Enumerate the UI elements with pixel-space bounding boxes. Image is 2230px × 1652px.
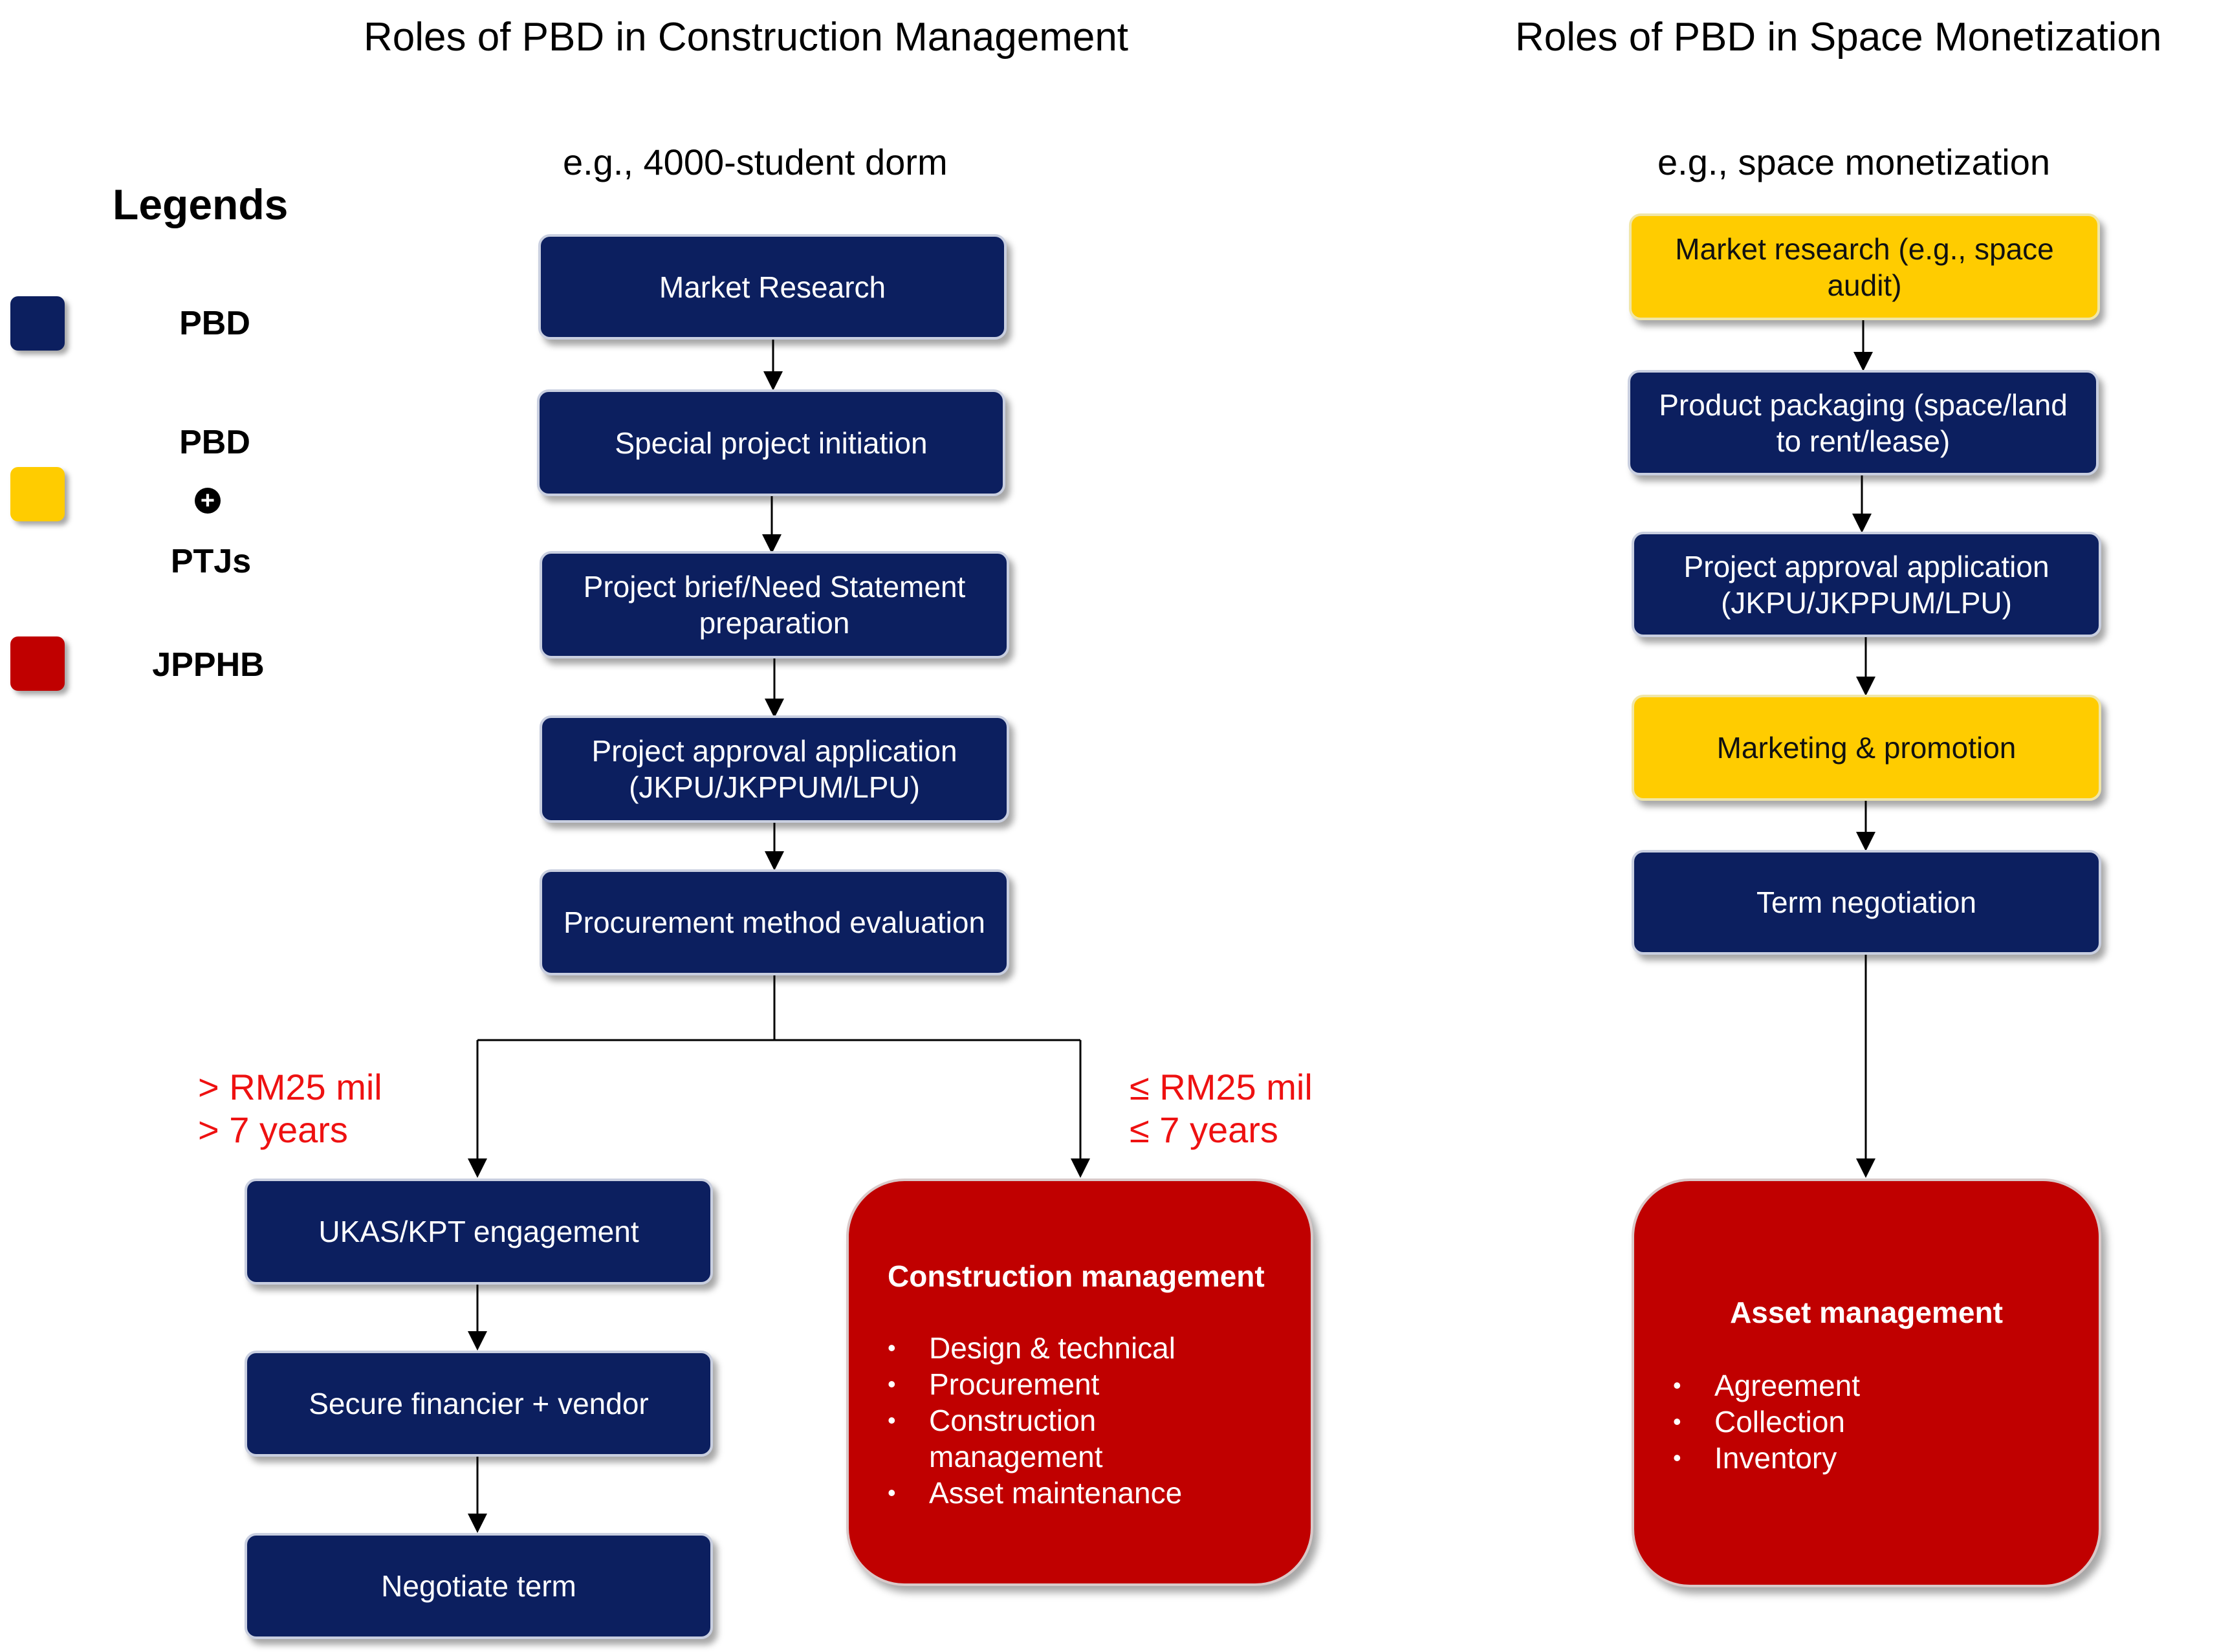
legend-swatch-pbd	[10, 296, 65, 351]
legend-label-ptjs: PTJs	[170, 543, 252, 580]
legend-title: Legends	[113, 180, 289, 228]
legend-swatch-pbd-ptj	[10, 467, 65, 521]
threshold-below-amount: ≤ RM25 mil	[1130, 1067, 1313, 1107]
step-negotiate-term: Negotiate term	[245, 1533, 713, 1639]
monetization-title: Roles of PBD in Space Monetization	[1515, 15, 2162, 60]
construction-management-box: Construction management Design & technic…	[846, 1179, 1313, 1586]
threshold-above: > RM25 mil > 7 years	[198, 1066, 382, 1151]
plus-circle-icon: +	[195, 488, 221, 514]
threshold-above-amount: > RM25 mil	[198, 1067, 382, 1107]
threshold-below-years: ≤ 7 years	[1130, 1109, 1278, 1150]
list-item: Construction management	[888, 1402, 1123, 1475]
step-term-negotiation: Term negotiation	[1632, 850, 2101, 955]
threshold-below: ≤ RM25 mil ≤ 7 years	[1130, 1066, 1313, 1151]
list-item: Agreement	[1673, 1367, 2073, 1404]
asset-management-title: Asset management	[1730, 1296, 2003, 1329]
asset-management-box: Asset management Agreement Collection In…	[1632, 1179, 2101, 1587]
step-monetization-project-approval: Project approval application (JKPU/JKPPU…	[1632, 532, 2101, 637]
step-ukas-kpt-engagement: UKAS/KPT engagement	[245, 1179, 713, 1285]
legend-swatch-jpphb	[10, 636, 65, 691]
legend-label-jpphb: JPPHB	[152, 646, 265, 684]
list-item: Asset maintenance	[888, 1475, 1285, 1511]
step-project-brief: Project brief/Need Statement preparation	[540, 551, 1009, 658]
legend-label-pbd-top: PBD	[179, 424, 250, 461]
list-item: Collection	[1673, 1404, 2073, 1440]
step-marketing-promotion: Marketing & promotion	[1632, 695, 2101, 801]
step-procurement-evaluation: Procurement method evaluation	[540, 869, 1009, 975]
step-market-research: Market Research	[538, 234, 1007, 340]
construction-management-title: Construction management	[888, 1259, 1265, 1293]
list-item: Inventory	[1673, 1440, 2073, 1476]
step-product-packaging: Product packaging (space/land to rent/le…	[1628, 370, 2099, 475]
step-market-research-space-audit: Market research (e.g., space audit)	[1629, 213, 2100, 320]
threshold-above-years: > 7 years	[198, 1109, 348, 1150]
list-item: Design & technical	[888, 1330, 1285, 1366]
construction-title: Roles of PBD in Construction Management	[364, 15, 1129, 60]
list-item: Procurement	[888, 1366, 1285, 1402]
step-special-project-initiation: Special project initiation	[537, 389, 1005, 496]
construction-management-list: Design & technical Procurement Construct…	[888, 1330, 1285, 1511]
monetization-subtitle: e.g., space monetization	[1657, 142, 2051, 182]
construction-subtitle: e.g., 4000-student dorm	[563, 142, 948, 182]
asset-management-list: Agreement Collection Inventory	[1673, 1367, 2073, 1476]
step-secure-financier: Secure financier + vendor	[245, 1351, 713, 1457]
step-project-approval: Project approval application (JKPU/JKPPU…	[540, 715, 1009, 823]
legend-label-pbd: PBD	[179, 305, 250, 342]
